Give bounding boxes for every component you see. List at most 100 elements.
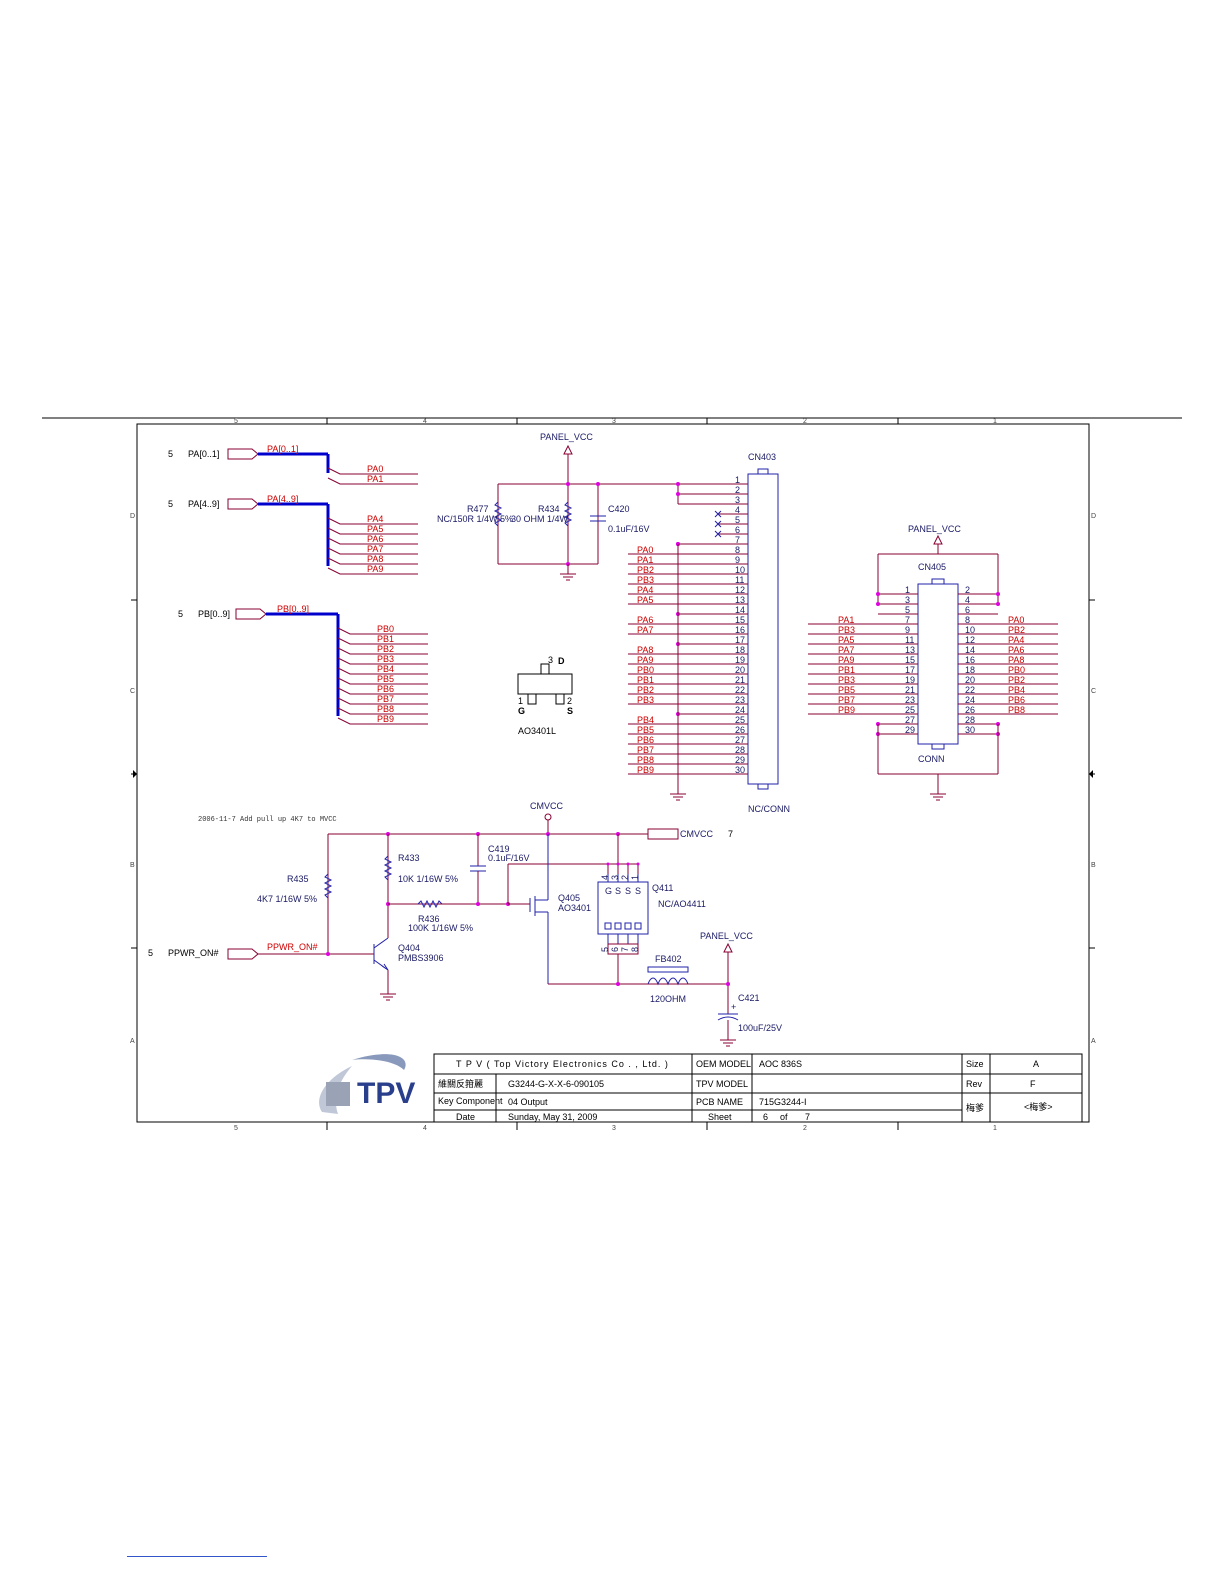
sheet-ref: 5 [178,609,183,619]
power-arrow-icon [723,942,733,953]
part-ref: R433 [398,853,420,863]
ground-icon [720,1039,736,1047]
net-label: PB2 [377,644,394,654]
pin-number: 5 [905,605,910,615]
row-label: A [1091,1038,1096,1045]
net-label: PB6 [637,735,654,745]
pin-number: 18 [735,645,745,655]
net-label: PB8 [1008,705,1025,715]
pin-number: 12 [965,635,975,645]
resistor-r434-icon [563,501,573,527]
net-label: PB2 [1008,675,1025,685]
power-label: PANEL_VCC [908,524,961,534]
pin-number: 8 [965,615,970,625]
part-ref: Q405 [558,893,580,903]
field-label: TPV MODEL [696,1079,748,1089]
capacitor-c419-icon [470,865,486,872]
field-label: Size [966,1059,984,1069]
sheet-date: Sunday, May 31, 2009 [508,1112,597,1122]
net-label: PA0 [367,464,383,474]
port-arrow-icon[interactable] [235,608,267,620]
sheet-number: 6 [763,1112,768,1122]
net-label: PA7 [637,625,653,635]
port-arrow-icon[interactable] [227,948,259,960]
part-ref: R436 [418,914,440,924]
ao3401l-symbol: 3 D 1 2 G S AO3401L [517,655,573,736]
port-arrow-icon[interactable] [227,448,259,460]
port-label: PA[4..9] [188,499,219,509]
part-value: 4K7 1/16W 5% [257,894,317,904]
net-label: PA4 [637,585,653,595]
net-label: PB7 [377,694,394,704]
extra-field: <梅爹> [1024,1101,1053,1112]
net-label: PB0 [377,624,394,634]
svg-text:+: + [731,1002,736,1012]
port-arrow-icon[interactable] [227,498,259,510]
net-label: PB9 [377,714,394,724]
net-label: PB2 [1008,625,1025,635]
pin-number: 16 [965,655,975,665]
sheet-ref: 7 [728,829,733,839]
net-label: PA5 [838,635,854,645]
net-label: PA1 [637,555,653,565]
pin-number: 14 [965,645,975,655]
net-label: PA1 [838,615,854,625]
net-label: PA7 [838,645,854,655]
field-label: 維關反箝麗 [438,1078,483,1089]
net-label: PPWR_ON# [267,942,318,952]
pin-number: 4 [600,875,610,880]
pin-number: 17 [735,635,745,645]
net-label: PA0 [637,545,653,555]
pin-number: 30 [735,765,745,775]
net-label: PB8 [637,755,654,765]
capacitor-c420-icon [590,515,606,522]
net-label: PB3 [838,675,855,685]
pin-number: 28 [965,715,975,725]
footer-link-rule [127,1556,267,1557]
col-label: 2 [803,1125,807,1132]
part-value: NC/AO4411 [658,899,706,909]
resistor-r435-icon [323,873,333,899]
col-label: 2 [803,418,807,425]
sheet-ref: 5 [148,948,153,958]
ground-icon [560,564,576,581]
pin-number: 2 [567,696,572,706]
net-label: PA1 [367,474,383,484]
cn405-body [917,583,959,745]
project-code: G3244-G-X-X-6-090105 [508,1079,604,1089]
revision: F [1030,1079,1036,1089]
pin-number: 20 [965,675,975,685]
pin-number: 5 [735,515,740,525]
pin-number: 6 [610,947,620,952]
no-connect-icon [714,510,722,518]
no-connect-icon [714,520,722,528]
pin-number: 19 [735,655,745,665]
pin-number: 8 [630,947,640,952]
cmvcc-port[interactable] [647,828,679,840]
net-label: PA4 [367,514,383,524]
power-label: CMVCC [530,801,563,811]
pin-number: 15 [905,655,915,665]
pin-number: 20 [735,665,745,675]
bus-label: PA[4..9] [267,494,298,504]
field-label: of [780,1112,788,1122]
pin-number: 28 [735,745,745,755]
net-label: PB6 [377,684,394,694]
key-component: 04 Output [508,1097,548,1107]
part-ref: FB402 [655,954,682,964]
port-label: CMVCC [680,829,713,839]
pin-number: 2 [620,875,630,880]
pin-name: S [635,886,641,896]
port-label: PPWR_ON# [168,948,219,958]
net-label: PB3 [377,654,394,664]
pin-number: 2 [965,585,970,595]
field-label: PCB NAME [696,1097,743,1107]
pin-number: 26 [735,725,745,735]
part-ref: C419 [488,844,510,854]
pin-number: 23 [905,695,915,705]
col-label: 5 [234,1125,238,1132]
part-value: 0.1uF/16V [608,524,650,534]
pin-name: G [605,886,612,896]
col-label: 4 [423,1125,427,1132]
pin-number: 25 [735,715,745,725]
